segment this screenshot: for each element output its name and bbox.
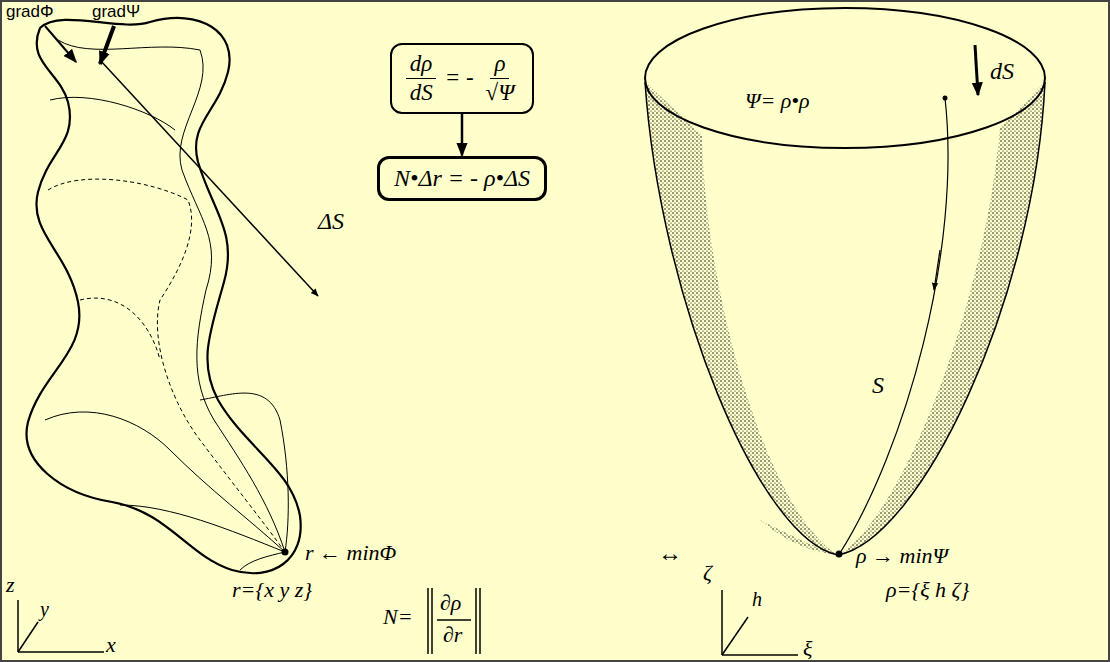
gradient-arrows — [45, 26, 318, 296]
formula-box: dρdS = - ρ√Ψ — [390, 43, 535, 114]
formula-text: dS — [406, 79, 437, 106]
math-label: ∂ρ — [440, 590, 461, 615]
norm-bars — [428, 588, 480, 654]
gradient-label: gradΦ — [6, 2, 54, 22]
math-label: ↔ — [658, 540, 682, 568]
math-label: ξ — [803, 636, 812, 661]
formula-text: dρ — [406, 51, 437, 79]
axes — [18, 590, 798, 655]
formula-run: N•Δr = - ρ•ΔS — [394, 165, 530, 192]
math-label: S — [872, 372, 884, 400]
math-label: ζ — [703, 560, 712, 585]
math-label: r ← minΦ — [305, 540, 396, 565]
math-label: ρ={ξ h ζ} — [886, 577, 969, 602]
formula-text: √Ψ — [482, 79, 519, 106]
math-label: ρ → minΨ — [856, 543, 948, 568]
math-label: ∂r — [443, 622, 462, 647]
flow-arrow — [461, 114, 464, 156]
formula-run: = - — [445, 65, 474, 91]
formula-text: ρ — [490, 51, 509, 79]
math-label: y — [40, 598, 49, 621]
result-box: N•Δr = - ρ•ΔS — [377, 156, 547, 201]
math-label: x — [106, 632, 116, 657]
paraboloid-figure — [645, 8, 1045, 558]
formula-text: = - — [445, 65, 474, 91]
math-label: Ψ= ρ•ρ — [745, 88, 810, 113]
math-label: h — [752, 588, 762, 611]
math-label: r={x y z} — [232, 577, 312, 602]
math-label: ΔS — [318, 208, 344, 236]
math-label: z — [6, 572, 15, 597]
fraction: dρdS — [406, 51, 437, 106]
math-label: N= — [383, 604, 413, 629]
math-label: dS — [990, 58, 1014, 86]
surface-figure — [27, 18, 301, 573]
fraction: ρ√Ψ — [482, 51, 519, 106]
formula-text: N•Δr = - ρ•ΔS — [394, 165, 530, 192]
gradient-label: gradΨ — [92, 2, 140, 22]
